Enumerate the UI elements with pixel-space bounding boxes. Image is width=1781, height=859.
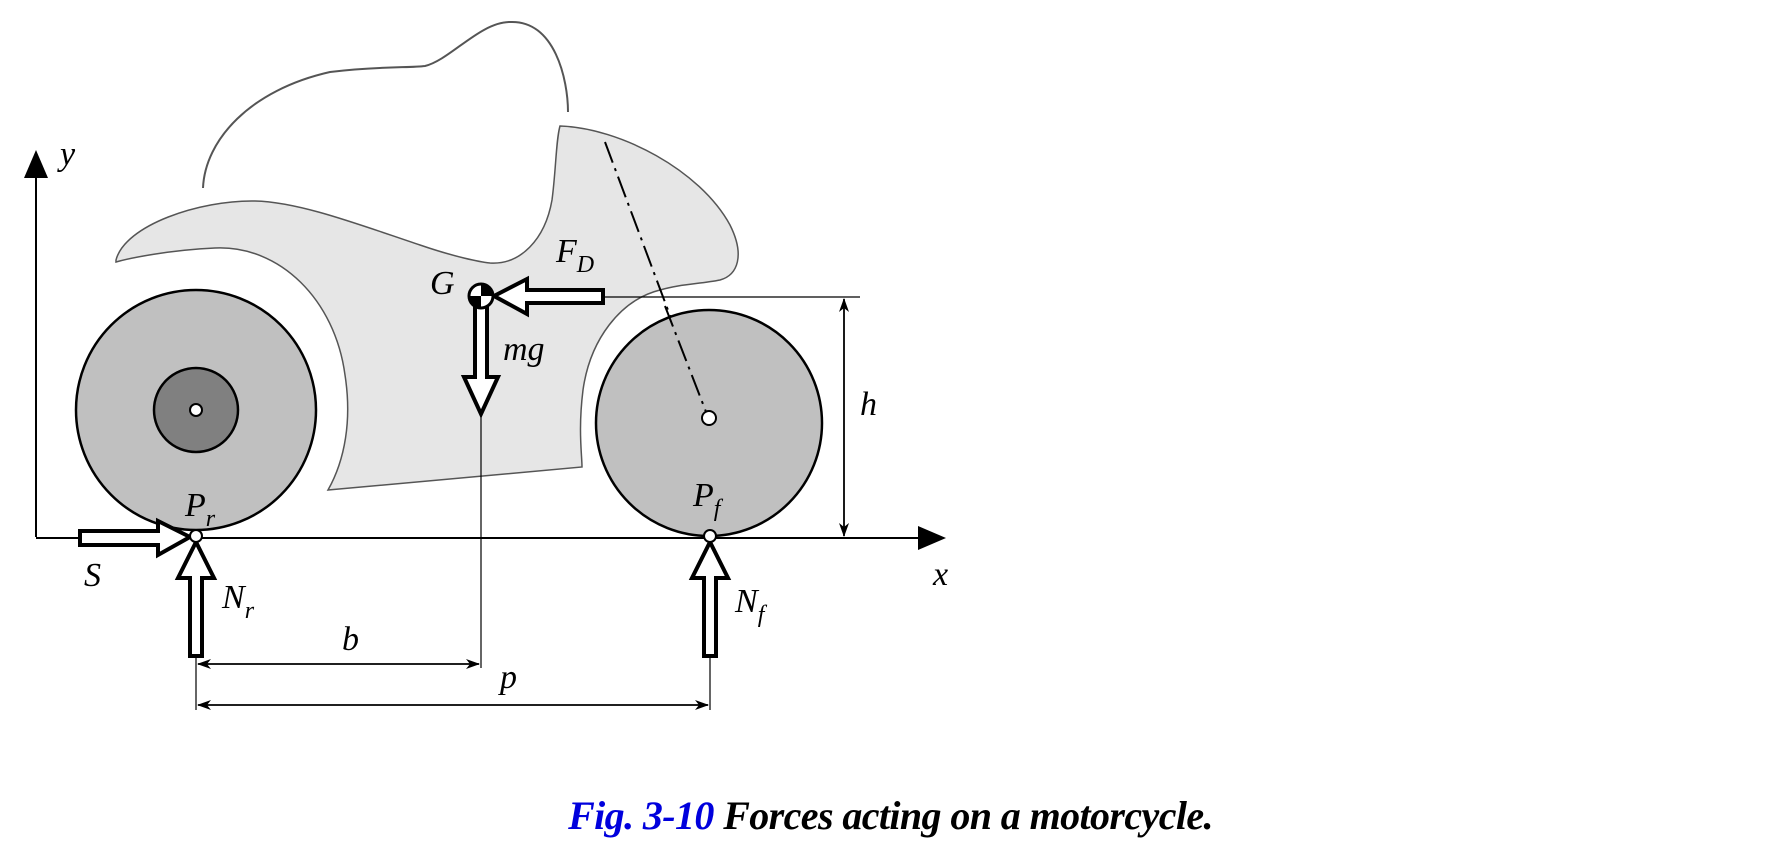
center-of-gravity-symbol — [467, 282, 495, 310]
rear-contact-label: Pr — [184, 487, 216, 532]
front-normal-force-label-main: N — [734, 583, 760, 620]
front-contact-label-main: P — [692, 477, 714, 514]
wheelbase-label: p — [498, 659, 517, 696]
drag-force-label-main: F — [555, 233, 578, 270]
figure-caption: Fig. 3-10 Forces acting on a motorcycle. — [0, 792, 1781, 839]
rear-contact-label-sub: r — [206, 506, 216, 532]
motorcycle-forces-diagram: y x G FD mg h Pr Pf S Nr Nf b p — [24, 20, 948, 710]
front-contact-point — [703, 529, 717, 543]
front-axle — [701, 410, 717, 426]
front-normal-force-label-sub: f — [758, 602, 768, 628]
front-normal-force-arrow — [688, 537, 732, 658]
rear-normal-force-label: Nr — [221, 579, 255, 624]
thrust-force-label: S — [84, 557, 101, 594]
front-contact-label-sub: f — [714, 496, 724, 522]
x-axis-label: x — [932, 556, 948, 593]
y-axis-label: y — [57, 136, 76, 173]
steering-axis-inner — [664, 305, 709, 418]
x-axis-arrowhead — [918, 526, 946, 550]
figure-number: Fig. 3-10 — [568, 793, 714, 838]
y-axis-arrowhead — [24, 150, 48, 178]
front-normal-force-label: Nf — [734, 583, 768, 628]
rear-contact-point — [189, 529, 203, 543]
rear-contact-label-main: P — [184, 487, 206, 524]
rear-normal-force-arrow — [174, 537, 218, 658]
rear-normal-force-label-sub: r — [245, 598, 255, 624]
drag-force-label: FD — [555, 233, 594, 278]
cg-height-label: h — [860, 386, 877, 423]
cg-label: G — [430, 265, 455, 302]
rider-outline — [202, 20, 569, 189]
figure-title: Forces acting on a motorcycle. — [723, 793, 1213, 838]
steering-axis — [604, 141, 709, 418]
rear-axle — [189, 403, 203, 417]
drag-force-arrow — [489, 275, 605, 318]
front-contact-label: Pf — [692, 477, 724, 522]
cg-horizontal-label: b — [342, 621, 359, 658]
drag-force-label-sub: D — [576, 252, 594, 278]
weight-force-label: mg — [503, 331, 545, 368]
thrust-force-arrow — [78, 517, 195, 559]
weight-force-arrow — [460, 304, 502, 419]
motorcycle-body — [115, 125, 739, 491]
rear-normal-force-label-main: N — [221, 579, 247, 616]
